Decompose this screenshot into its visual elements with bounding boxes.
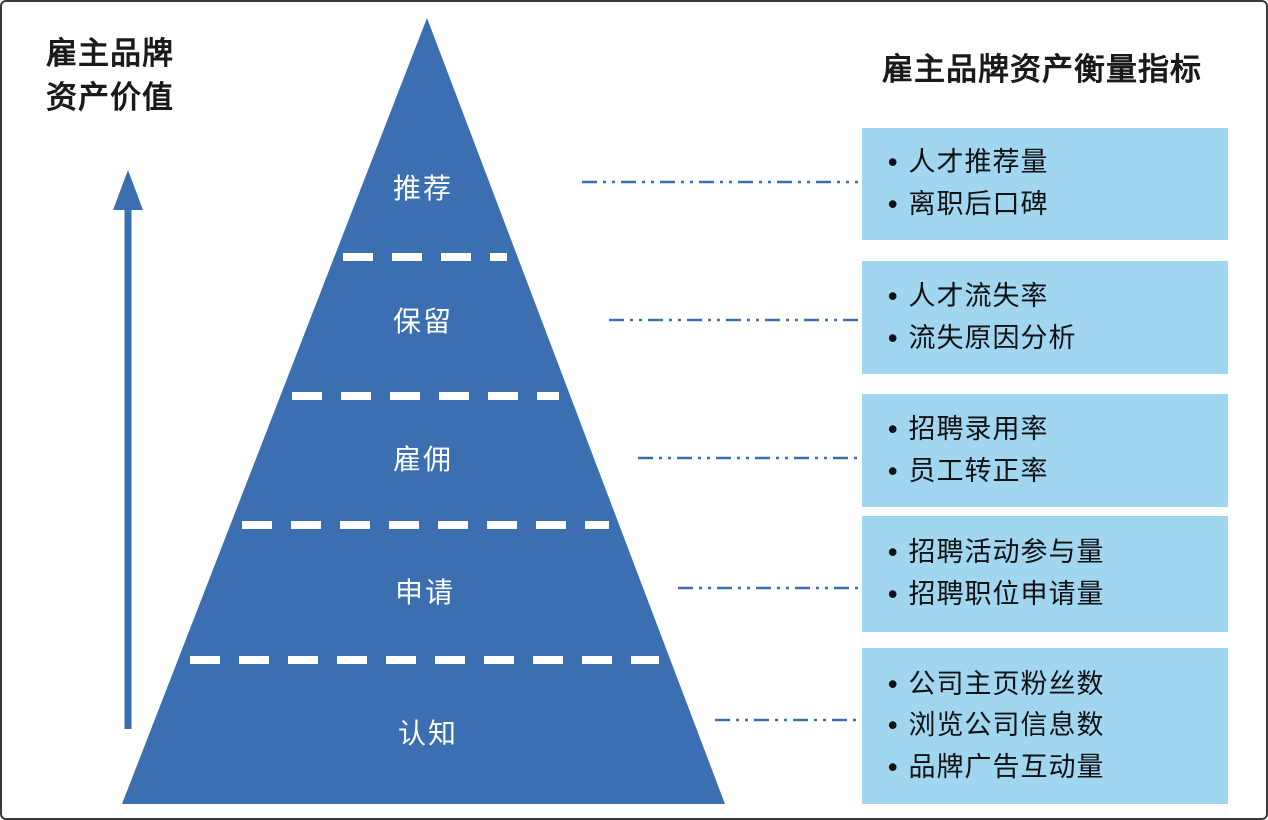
metric-box-application: 招聘活动参与量 招聘职位申请量: [862, 516, 1228, 632]
pyramid-level-label-retention: 保留: [392, 306, 454, 337]
pyramid-level-label-employment: 雇佣: [392, 444, 454, 475]
bullet-icon: [888, 321, 898, 357]
bullet-icon: [888, 454, 898, 490]
metric-item-label: 离职后口碑: [908, 189, 1049, 219]
metric-box-awareness: 公司主页粉丝数 浏览公司信息数 品牌广告互动量: [862, 648, 1228, 804]
bullet-icon: [888, 667, 898, 703]
bullet-icon: [888, 279, 898, 315]
metric-item: 招聘录用率: [888, 412, 1228, 448]
bullet-icon: [888, 187, 898, 223]
left-axis-title-line2: 资产价值: [46, 80, 174, 116]
metric-item: 招聘活动参与量: [888, 535, 1228, 571]
left-axis-title-line1: 雇主品牌: [46, 36, 174, 71]
metric-box-employment: 招聘录用率 员工转正率: [862, 394, 1228, 507]
metric-item: 品牌广告互动量: [888, 750, 1228, 786]
metric-item: 浏览公司信息数: [888, 708, 1228, 744]
bullet-icon: [888, 750, 898, 786]
metric-item-label: 人才流失率: [908, 280, 1049, 311]
metric-item: 人才流失率: [888, 279, 1228, 315]
metric-item: 流失原因分析: [888, 321, 1228, 357]
metric-item-label: 浏览公司信息数: [908, 710, 1105, 741]
bullet-icon: [888, 145, 898, 181]
metric-item: 员工转正率: [888, 454, 1228, 490]
bullet-icon: [888, 412, 898, 448]
metric-item-label: 招聘职位申请量: [908, 579, 1105, 609]
metric-item-label: 员工转正率: [908, 455, 1049, 486]
metric-item-label: 流失原因分析: [908, 322, 1077, 353]
pyramid-level-label-awareness: 认知: [397, 718, 459, 749]
metric-box-referral: 人才推荐量 离职后口碑: [862, 128, 1228, 240]
metric-item: 人才推荐量: [888, 145, 1228, 181]
metric-item-label: 招聘活动参与量: [908, 537, 1105, 568]
metric-item-label: 品牌广告互动量: [908, 751, 1105, 782]
left-axis-title: 雇主品牌 资产价值: [46, 32, 174, 120]
metric-item: 招聘职位申请量: [888, 577, 1228, 613]
pyramid-shape: [122, 18, 725, 804]
arrow-up-icon: [113, 170, 143, 210]
metric-box-retention: 人才流失率 流失原因分析: [862, 261, 1228, 374]
pyramid-level-label-referral: 推荐: [392, 173, 454, 204]
pyramid-level-label-application: 申请: [394, 577, 456, 608]
bullet-icon: [888, 577, 898, 613]
metric-item-label: 公司主页粉丝数: [908, 668, 1105, 699]
metric-item: 公司主页粉丝数: [888, 667, 1228, 703]
bullet-icon: [888, 535, 898, 571]
metric-item-label: 招聘录用率: [908, 413, 1049, 444]
metric-item-label: 人才推荐量: [908, 147, 1049, 178]
metric-item: 离职后口碑: [888, 187, 1228, 223]
metrics-column-title: 雇主品牌资产衡量指标: [882, 52, 1202, 87]
bullet-icon: [888, 708, 898, 744]
